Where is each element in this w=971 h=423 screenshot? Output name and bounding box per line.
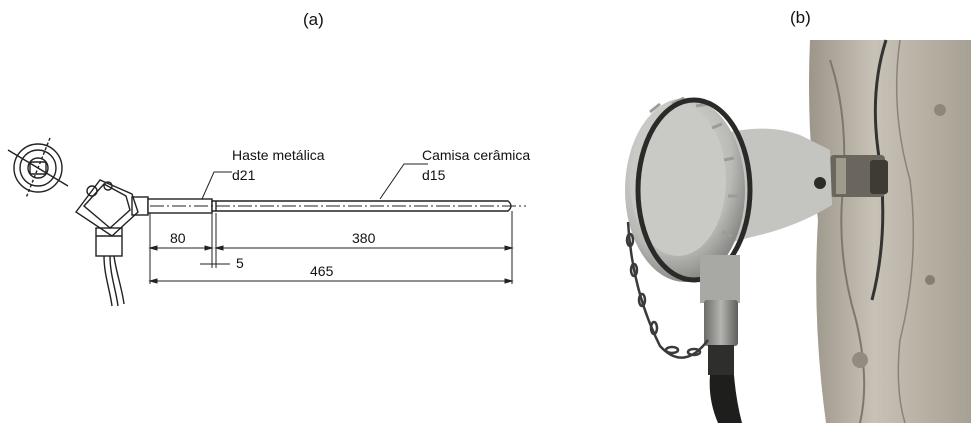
mounting-nipple [830, 155, 888, 197]
sleeve-name-label: Camisa cerâmica [422, 147, 530, 163]
dimension-lines [148, 245, 514, 284]
annotation-leaders [201, 163, 428, 200]
connection-head [625, 96, 832, 283]
sleeve-diameter-label: d15 [422, 167, 446, 183]
cable [103, 255, 125, 307]
dim-rod-length: 80 [170, 230, 186, 246]
head-top-view [7, 137, 69, 199]
panel-a-label: (a) [303, 10, 324, 29]
cable-gland [700, 255, 742, 423]
dim-gap: 5 [236, 255, 244, 271]
wall [809, 39, 971, 423]
rod-diameter-label: d21 [232, 167, 256, 183]
dim-total-length: 465 [310, 263, 334, 279]
rod-name-label: Haste metálica [232, 147, 325, 163]
dim-sleeve-length: 380 [352, 230, 376, 246]
chain [625, 221, 709, 359]
connection-head-side-view [74, 179, 149, 257]
panel-b-label: (b) [790, 8, 811, 27]
